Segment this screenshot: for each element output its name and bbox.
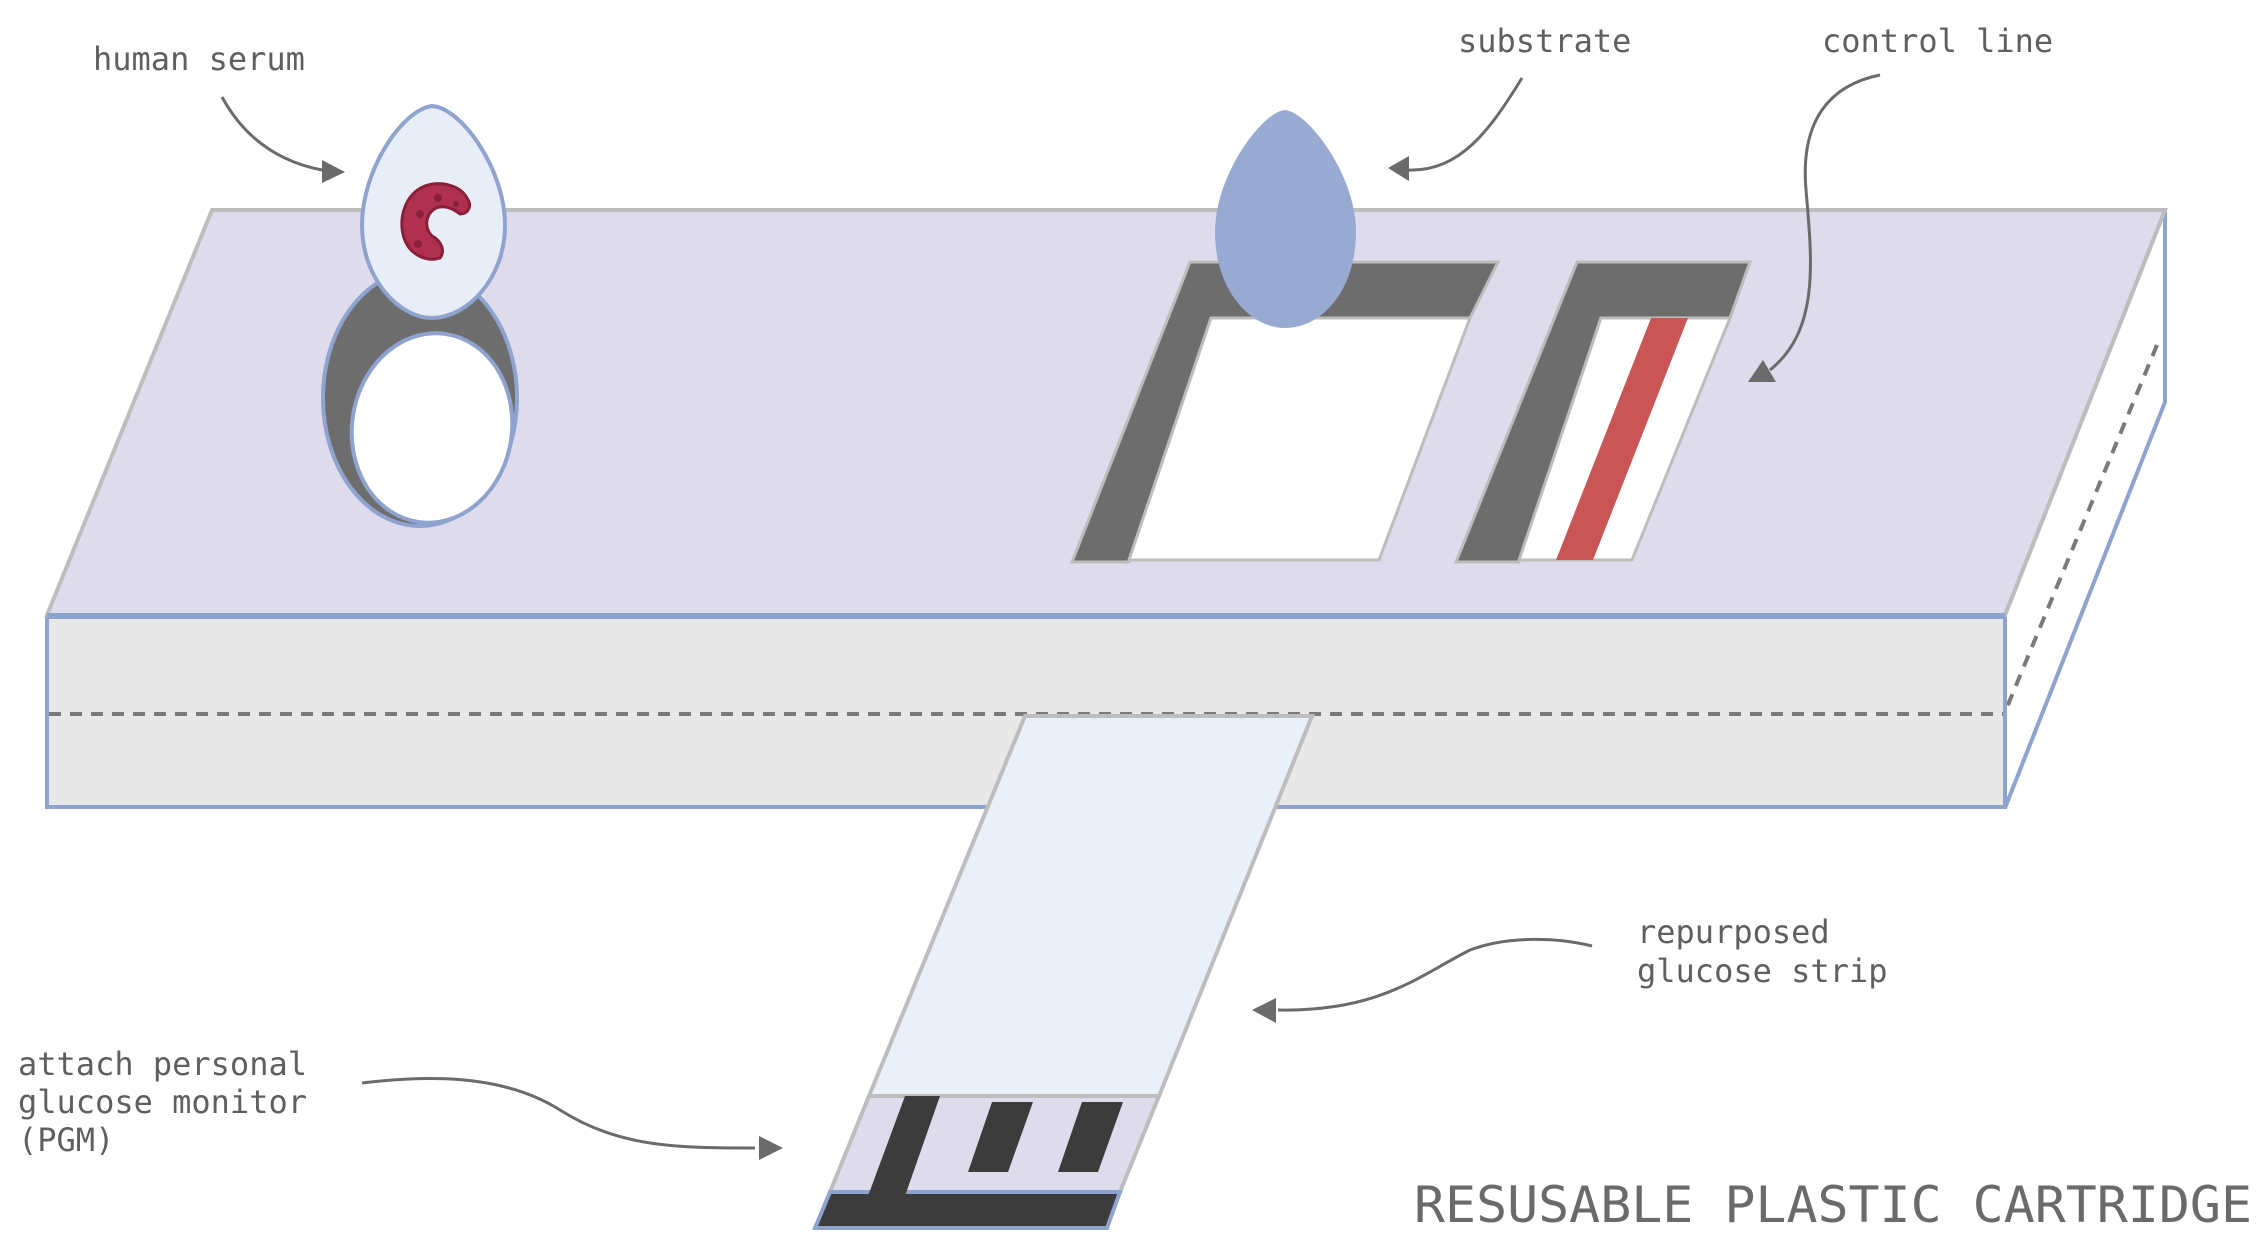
label-human-serum: human serum [93, 40, 305, 78]
arrow-repurposed-strip [1252, 937, 1593, 1023]
serum-cell-icon [400, 182, 472, 261]
arrow-attach-pgm [361, 1076, 783, 1160]
arrow-human-serum [220, 96, 345, 183]
strip-contact-1 [868, 1096, 940, 1196]
label-repurposed-line2: glucose strip [1637, 952, 1887, 990]
label-attach-line1: attach personal [18, 1045, 307, 1083]
substrate-droplet-icon [1215, 110, 1356, 328]
diagram-title: RESUSABLE PLASTIC CARTRIDGE [1414, 1176, 2252, 1234]
label-repurposed-line1: repurposed [1637, 913, 1830, 951]
side-dashed-line [2003, 344, 2159, 713]
arrow-control-line [1748, 73, 1881, 382]
label-attach-line3: (PGM) [18, 1121, 114, 1159]
control-line [1556, 318, 1688, 560]
strip-contact-2 [968, 1102, 1033, 1172]
strip-contact-3 [1058, 1102, 1123, 1172]
label-substrate: substrate [1458, 22, 1631, 60]
control-window [1453, 260, 1753, 564]
arrow-substrate [1388, 77, 1524, 181]
label-attach-line2: glucose monitor [18, 1083, 307, 1121]
label-control-line: control line [1822, 22, 2053, 60]
serum-well-icon [321, 268, 519, 528]
serum-droplet-icon [359, 103, 508, 321]
substrate-window [1069, 260, 1501, 564]
glucose-strip [812, 714, 1315, 1230]
strip-contact-bar [812, 1190, 1123, 1230]
